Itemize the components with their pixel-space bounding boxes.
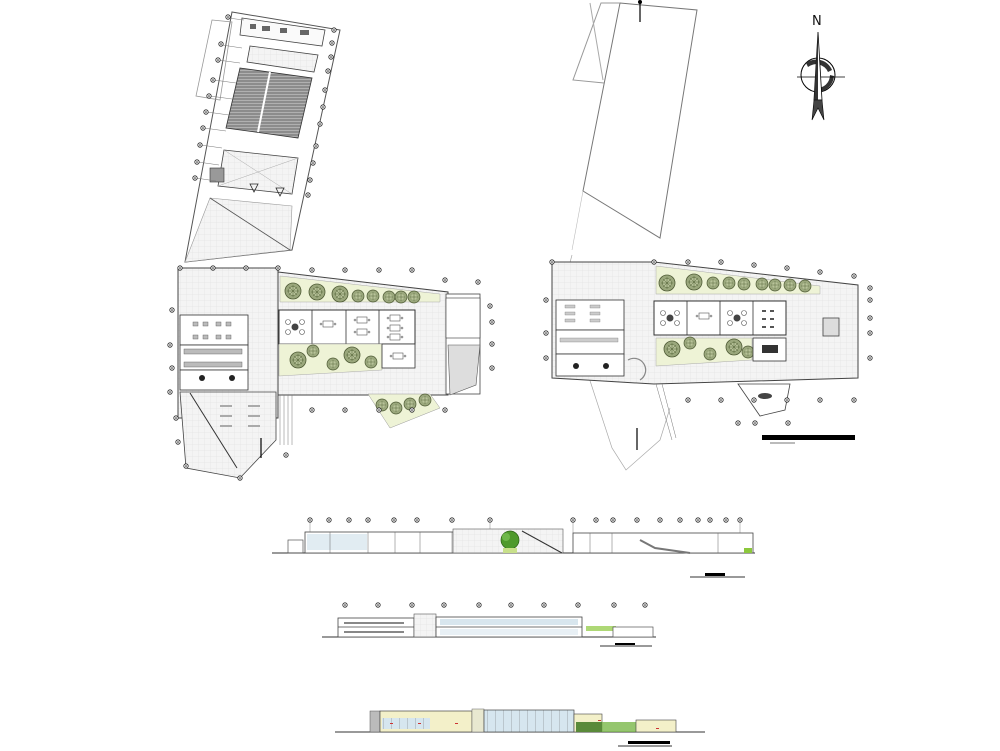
cross-section — [322, 602, 656, 647]
scale-bar — [762, 435, 855, 440]
auditorium-plan — [184, 11, 341, 263]
elevation — [335, 708, 705, 747]
north-arrow-icon — [797, 31, 845, 121]
upper-floor-plan — [543, 254, 873, 471]
site-outline — [571, 0, 698, 251]
ground-floor-plan — [167, 265, 495, 481]
longitudinal-section — [272, 517, 755, 578]
north-arrow-label: N — [812, 14, 822, 29]
